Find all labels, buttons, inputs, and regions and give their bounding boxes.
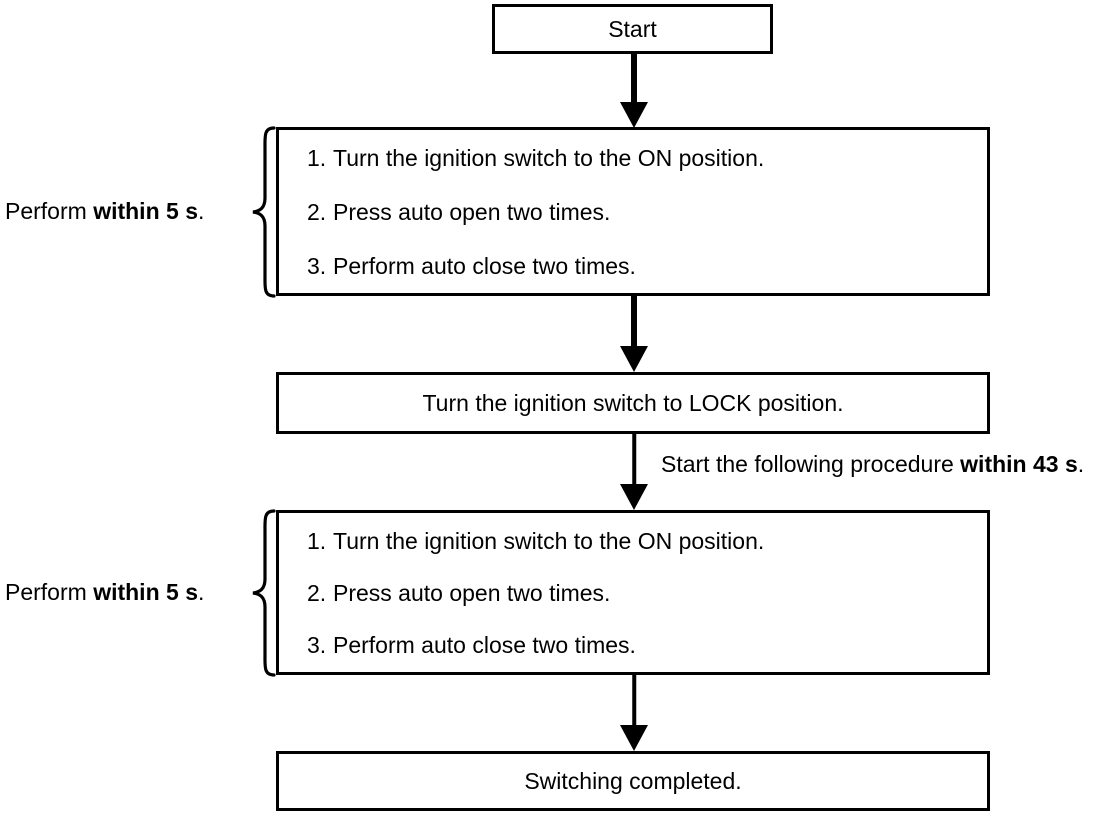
step-text: Turn the ignition switch to the ON posit…	[333, 145, 765, 171]
connector-procedure-2-to-end	[607, 675, 661, 751]
node-lock-step-label: Turn the ignition switch to LOCK positio…	[422, 389, 844, 416]
arrow-head-icon	[620, 346, 648, 372]
node-end-label: Switching completed.	[524, 767, 742, 794]
procedure-2-timing-prefix: Perform	[5, 579, 94, 605]
step-text: Press auto open two times.	[333, 579, 611, 606]
procedure-1-step-list: 1. Turn the ignition switch to the ON po…	[279, 130, 987, 293]
timing-note-emphasis: within 43 s	[960, 451, 1078, 477]
list-item: 1. Turn the ignition switch to the ON po…	[307, 145, 987, 171]
timing-note-43s: Start the following procedure within 43 …	[661, 453, 1084, 476]
node-start-label: Start	[608, 15, 657, 42]
procedure-1-brace-icon	[250, 126, 276, 298]
node-end: Switching completed.	[276, 751, 990, 811]
node-start: Start	[492, 4, 773, 54]
procedure-1-timing-suffix: .	[197, 198, 205, 224]
procedure-2-brace-icon	[250, 509, 276, 677]
list-item: 3. Perform auto close two times.	[307, 252, 987, 279]
list-item: 2. Press auto open two times.	[307, 198, 987, 225]
procedure-1-timing-emphasis: within 5 s	[93, 198, 198, 224]
list-item: 1. Turn the ignition switch to the ON po…	[307, 528, 987, 554]
connector-stem	[631, 54, 637, 104]
node-procedure-2: 1. Turn the ignition switch to the ON po…	[276, 510, 990, 675]
step-text: Turn the ignition switch to the ON posit…	[333, 528, 765, 554]
connector-stem	[632, 434, 636, 486]
procedure-2-step-list: 1. Turn the ignition switch to the ON po…	[279, 513, 987, 672]
arrow-head-icon	[620, 484, 648, 510]
procedure-1-timing-note: Perform within 5 s.	[5, 200, 204, 223]
connector-stem	[632, 675, 636, 727]
list-item: 3. Perform auto close two times.	[307, 631, 987, 658]
connector-start-to-procedure-1	[605, 54, 663, 128]
step-number: 3.	[307, 631, 327, 658]
arrow-head-icon	[620, 102, 648, 128]
timing-note-prefix: Start the following procedure	[661, 451, 961, 477]
procedure-2-timing-note: Perform within 5 s.	[5, 581, 204, 604]
arrow-head-icon	[620, 725, 648, 751]
connector-stem	[631, 296, 637, 348]
procedure-1-timing-prefix: Perform	[5, 198, 94, 224]
step-text: Press auto open two times.	[333, 198, 611, 225]
step-number: 2.	[307, 579, 327, 606]
list-item: 2. Press auto open two times.	[307, 579, 987, 606]
step-text: Perform auto close two times.	[333, 252, 636, 279]
step-number: 1.	[307, 145, 327, 171]
connector-lock-to-procedure-2	[607, 434, 661, 510]
step-number: 3.	[307, 252, 327, 279]
connector-procedure-1-to-lock	[605, 296, 663, 372]
step-number: 1.	[307, 528, 327, 554]
procedure-2-timing-emphasis: within 5 s	[93, 579, 198, 605]
procedure-2-timing-suffix: .	[197, 579, 205, 605]
node-lock-step: Turn the ignition switch to LOCK positio…	[276, 372, 990, 434]
node-procedure-1: 1. Turn the ignition switch to the ON po…	[276, 127, 990, 296]
step-text: Perform auto close two times.	[333, 631, 636, 658]
timing-note-suffix: .	[1077, 451, 1085, 477]
step-number: 2.	[307, 198, 327, 225]
